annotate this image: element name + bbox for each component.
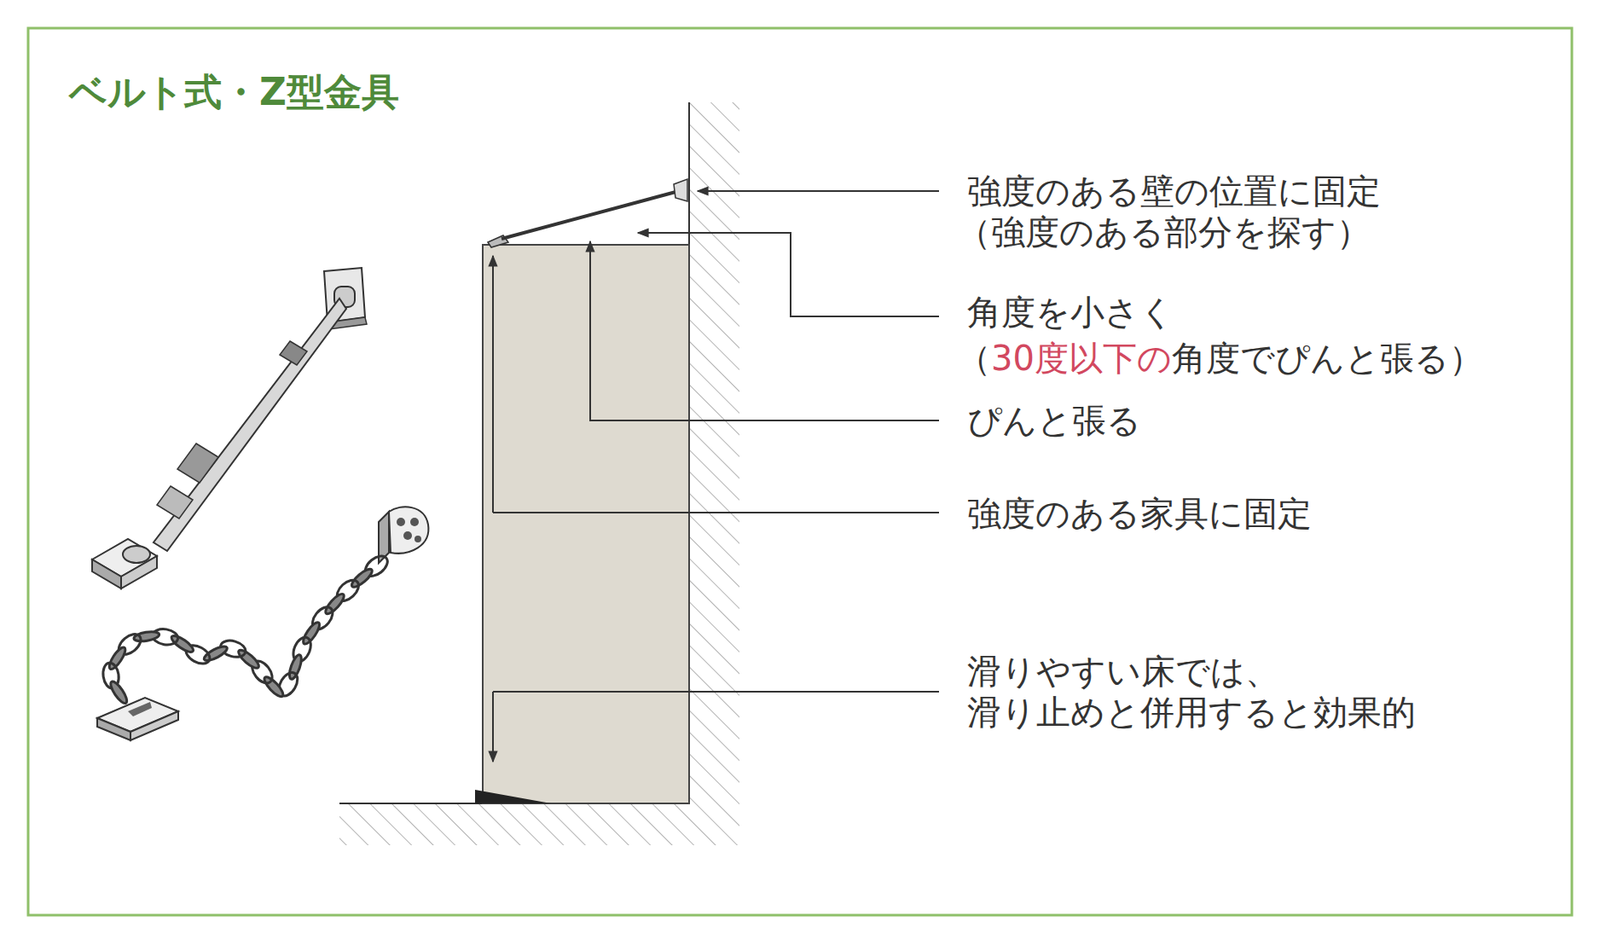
chain-guide — [110, 562, 381, 705]
leader-line — [492, 691, 494, 762]
chain-link — [349, 566, 375, 590]
leader-line — [590, 241, 940, 421]
slip-mat — [475, 789, 551, 804]
belt-fixture — [92, 267, 367, 589]
callout-text: 滑りやすい床では、 — [967, 650, 1280, 692]
frame — [28, 28, 1572, 916]
leader-line — [492, 690, 940, 693]
floor — [339, 803, 690, 846]
callout-text: 強度のある壁の位置に固定 — [967, 170, 1381, 212]
leader-line — [492, 511, 940, 514]
callout-text: ぴんと張る — [967, 400, 1142, 441]
chain-link — [202, 643, 229, 664]
chain-link — [108, 679, 130, 706]
wall-bracket — [673, 179, 688, 202]
callout-text: （強度のある部分を探す） — [956, 211, 1371, 253]
callout-text: （ — [956, 337, 992, 379]
belt — [501, 191, 679, 239]
leader-line — [697, 190, 940, 192]
wall — [689, 102, 740, 846]
furniture — [482, 244, 690, 804]
chain-link — [287, 653, 305, 681]
chain-link — [323, 591, 348, 617]
chain-link — [133, 630, 160, 644]
callout-text: 滑り止めと併用すると効果的 — [967, 691, 1416, 733]
title: ベルト式・Z型金具 — [69, 69, 400, 116]
chain-fixture — [97, 506, 429, 741]
callout-text: 角度を小さく — [967, 291, 1175, 333]
leader-line — [492, 255, 494, 513]
chain-link — [261, 674, 286, 700]
callout-text: 強度のある家具に固定 — [967, 492, 1312, 534]
callout-text: 30度以下の — [991, 337, 1172, 379]
callout-text: 角度でぴんと張る） — [1171, 337, 1484, 379]
chain-link — [236, 647, 261, 671]
leader-line — [637, 232, 940, 317]
